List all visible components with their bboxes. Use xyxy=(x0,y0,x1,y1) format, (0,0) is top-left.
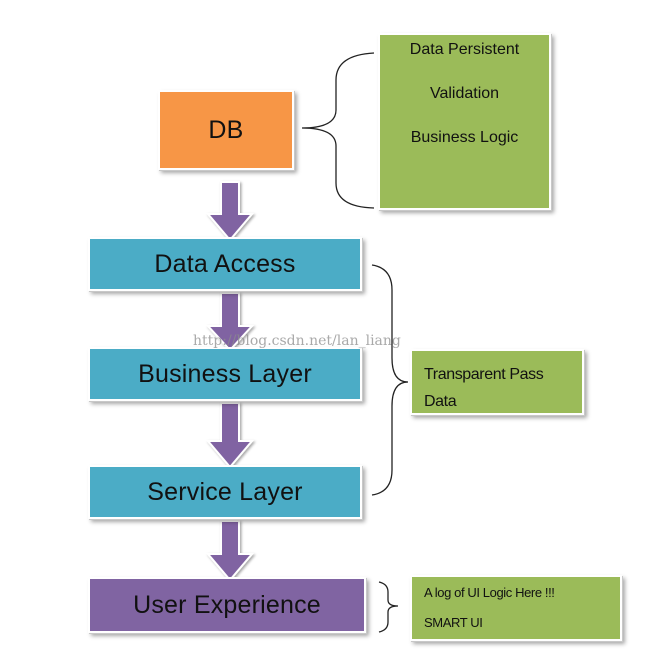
arrow-business-to-service xyxy=(205,402,255,469)
service-layer-label: Service Layer xyxy=(147,477,303,506)
ui-notes-box: A log of UI Logic Here !!! SMART UI xyxy=(410,575,622,641)
brace-middle-layers xyxy=(371,264,409,496)
brace-user-experience xyxy=(378,581,399,633)
ui-note-item: SMART UI xyxy=(424,615,483,630)
brace-db-notes xyxy=(301,52,375,209)
db-note-item: Business Logic xyxy=(410,129,519,146)
db-label: DB xyxy=(208,115,244,144)
arrow-data-access-to-business xyxy=(205,292,255,352)
arrow-service-to-ux xyxy=(205,520,255,582)
service-layer-box: Service Layer xyxy=(88,465,362,519)
db-box: DB xyxy=(158,90,294,170)
middle-note-item: Transparent Pass xyxy=(424,366,544,383)
middle-note-item: Data xyxy=(424,393,457,410)
arrow-db-to-data-access xyxy=(205,181,255,242)
db-notes-box: Data Persistent Validation Business Logi… xyxy=(378,33,551,210)
db-note-item: Validation xyxy=(429,85,500,102)
business-layer-label: Business Layer xyxy=(138,359,312,388)
user-experience-label: User Experience xyxy=(133,590,321,619)
business-layer-box: Business Layer xyxy=(88,347,362,401)
ui-note-item: A log of UI Logic Here !!! xyxy=(424,585,555,600)
user-experience-box: User Experience xyxy=(88,577,366,633)
data-access-box: Data Access xyxy=(88,237,362,291)
middle-notes-box: Transparent Pass Data xyxy=(410,349,584,415)
data-access-label: Data Access xyxy=(154,249,296,278)
watermark-url: http://blog.csdn.net/lan_liang xyxy=(193,333,401,349)
db-note-item: Data Persistent xyxy=(409,41,520,58)
